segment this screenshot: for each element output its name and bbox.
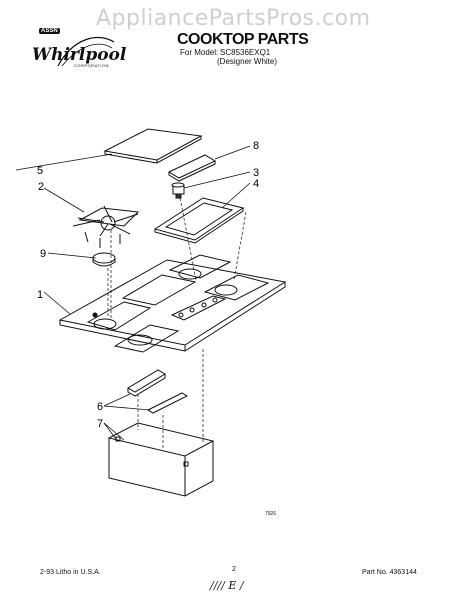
callout-4: 4 (253, 178, 259, 190)
callout-3: 3 (253, 167, 259, 179)
whirlpool-swirl-icon (57, 36, 115, 67)
diagram-code: 7926 (265, 511, 277, 517)
callout-8: 8 (253, 140, 259, 152)
cooktop-main (58, 254, 287, 353)
brand-corporation: CORPORATION (74, 63, 109, 68)
whirlpool-logo: ASSN Whirlpool CORPORATION (28, 28, 126, 68)
burner-box (107, 422, 215, 497)
color-variant: (Designer White) (217, 57, 278, 66)
brand-tag: ASSN (39, 28, 60, 34)
burner-cap (92, 252, 116, 267)
callout-2: 2 (38, 181, 44, 193)
spark-igniter (171, 182, 185, 199)
for-model-label: For Model: (180, 48, 219, 57)
glass-cover-plate (103, 128, 203, 164)
callout-5: 5 (37, 165, 43, 177)
vent-strip (167, 154, 217, 182)
part-number: Part No. 4363144 (362, 569, 417, 576)
callout-7: 7 (97, 418, 103, 430)
burner-grate (72, 205, 140, 248)
vent-frame (153, 197, 245, 244)
mounting-bracket-upper (127, 369, 166, 397)
handwritten-mark: //// E / (210, 579, 244, 592)
page-title: COOKTOP PARTS (177, 31, 309, 48)
page-number: 2 (232, 566, 236, 573)
brand-name: Whirlpool (32, 45, 127, 65)
model-number: SC8536EXQ1 (220, 48, 271, 57)
callout-6: 6 (97, 401, 103, 413)
callout-1: 1 (37, 289, 43, 301)
footer-date: 2-93 Litho in U.S.A. (40, 569, 101, 576)
mounting-bracket-lower (146, 392, 189, 414)
callout-9: 9 (40, 248, 46, 260)
watermark-text: AppliancePartsPros.com (96, 6, 371, 31)
